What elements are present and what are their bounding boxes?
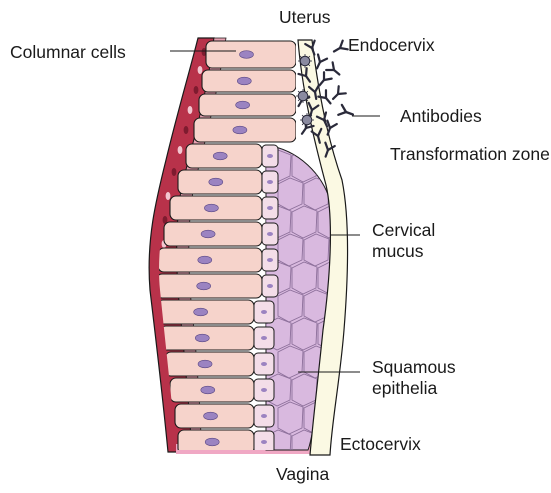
squamous-cell bbox=[344, 150, 369, 182]
cell-nucleus bbox=[267, 180, 273, 184]
antibody-icon bbox=[338, 105, 354, 120]
antibody-arm bbox=[324, 75, 332, 83]
stroma-dot bbox=[184, 126, 189, 134]
stroma-dot bbox=[172, 168, 177, 176]
antibody-icon bbox=[330, 86, 346, 102]
antigen-icon bbox=[300, 113, 314, 127]
antibody-arm bbox=[338, 41, 346, 48]
cell-nucleus bbox=[198, 360, 212, 368]
antibody-icon bbox=[331, 41, 347, 56]
antibody-arm bbox=[320, 57, 327, 65]
cell-nucleus bbox=[201, 230, 215, 238]
antigen-body bbox=[300, 56, 310, 66]
cell-nucleus bbox=[198, 256, 212, 264]
antibody-arm bbox=[330, 122, 337, 129]
stroma-dot bbox=[194, 86, 199, 94]
cell-nucleus bbox=[261, 362, 267, 366]
cell-nucleus bbox=[237, 77, 251, 85]
antigen-body bbox=[302, 115, 312, 125]
ectocervix-label: Ectocervix bbox=[340, 434, 421, 455]
cell-nucleus bbox=[267, 258, 273, 262]
cell-nucleus bbox=[267, 206, 273, 210]
cell-nucleus bbox=[261, 310, 267, 314]
antigen-body bbox=[298, 91, 308, 101]
columnar-cells-label: Columnar cells bbox=[10, 42, 126, 63]
antigen-spike bbox=[302, 123, 304, 125]
cell-nucleus bbox=[261, 414, 267, 418]
cell-nucleus bbox=[267, 284, 273, 288]
squamous-cell bbox=[344, 374, 369, 406]
transformation-zone-label: Transformation zone bbox=[390, 144, 551, 165]
antibody-arm bbox=[329, 62, 337, 70]
cell-nucleus bbox=[204, 412, 218, 420]
antibodies-label: Antibodies bbox=[400, 106, 482, 127]
stroma-dot bbox=[178, 146, 183, 154]
cell-nucleus bbox=[194, 308, 208, 316]
cell-nucleus bbox=[209, 178, 223, 186]
antigen-spike bbox=[302, 115, 304, 117]
squamous-cell bbox=[344, 318, 369, 350]
antibody-icon bbox=[326, 62, 342, 78]
antigen-icon bbox=[298, 54, 312, 68]
antibody-arm bbox=[340, 105, 348, 112]
cell-nucleus bbox=[261, 388, 267, 392]
cervical-mucus-label: Cervical mucus bbox=[372, 220, 472, 262]
squamous-epithelia-label: Squamous epithelia bbox=[372, 357, 482, 399]
antigen-spike bbox=[298, 91, 300, 93]
vagina-label: Vagina bbox=[276, 464, 329, 485]
stroma-dot bbox=[198, 66, 203, 74]
stroma-dot bbox=[166, 192, 171, 200]
cell-nucleus bbox=[195, 334, 209, 342]
cell-nucleus bbox=[236, 101, 250, 109]
endocervix-label: Endocervix bbox=[348, 35, 435, 56]
cell-nucleus bbox=[240, 51, 254, 59]
cell-nucleus bbox=[213, 152, 227, 160]
uterus-label: Uterus bbox=[279, 7, 331, 28]
cell-nucleus bbox=[204, 204, 218, 212]
cell-nucleus bbox=[261, 440, 267, 444]
antigen-spike bbox=[298, 99, 300, 101]
antigen-icon bbox=[296, 89, 310, 103]
stroma-dot bbox=[188, 106, 193, 114]
cell-nucleus bbox=[261, 336, 267, 340]
cell-nucleus bbox=[197, 282, 211, 290]
cell-nucleus bbox=[233, 126, 247, 134]
cell-nucleus bbox=[267, 232, 273, 236]
cell-nucleus bbox=[201, 386, 215, 394]
cell-nucleus bbox=[267, 154, 273, 158]
cell-nucleus bbox=[205, 438, 219, 446]
